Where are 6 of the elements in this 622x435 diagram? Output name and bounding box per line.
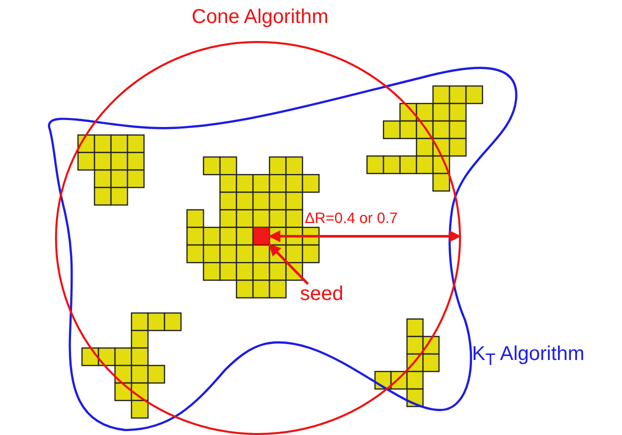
radius-arrow <box>268 230 462 242</box>
seed-cell <box>253 227 270 245</box>
edge-label: ΔR=0.4 or 0.7 <box>304 210 398 228</box>
algorithm-title: Cone Algorithm <box>190 6 330 29</box>
algorithm-label: K$_{T}$ Algorithm <box>472 343 584 370</box>
seed-label: seed <box>300 283 344 306</box>
